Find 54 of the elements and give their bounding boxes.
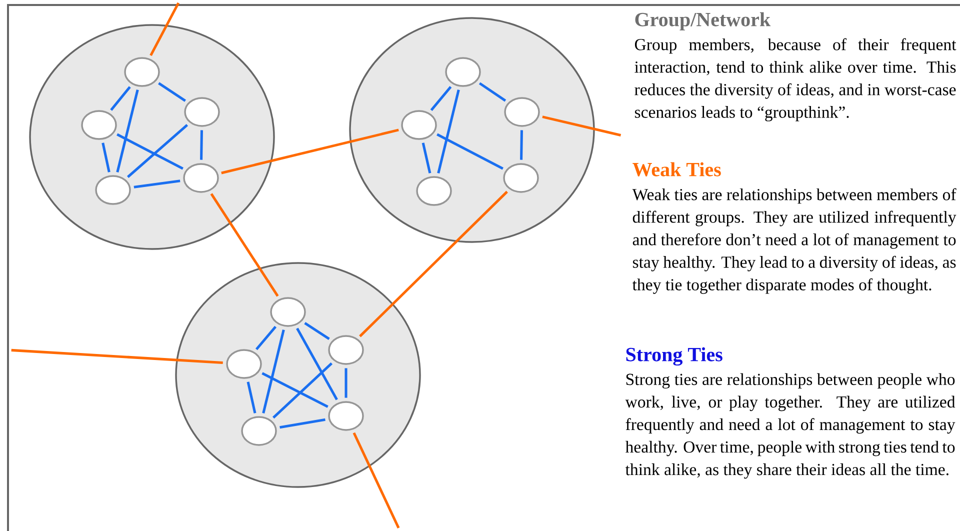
bridge-line <box>542 116 622 136</box>
member-circle <box>504 97 540 127</box>
section-heading: Strong Ties <box>626 347 722 366</box>
tie-line <box>304 322 330 340</box>
tie-line <box>126 124 188 178</box>
tie-line <box>255 326 277 350</box>
member-circle <box>416 176 452 206</box>
tie-line <box>200 130 203 160</box>
section-heading: Group/Network <box>635 12 771 30</box>
tie-line <box>134 180 180 188</box>
member-circle <box>184 97 220 127</box>
tie-line <box>280 418 326 429</box>
member-circle <box>270 297 306 327</box>
paragraph: Group members, because of their frequent interaction, tend to think alike over time. This reduces the diversity of ideas, and in worst-case scenarios leads to “groupthink”. <box>634 38 956 122</box>
bridge-line <box>210 193 279 297</box>
tie-line <box>437 90 460 174</box>
bridge-line <box>221 128 399 174</box>
tie-line <box>422 142 432 174</box>
group-circle <box>29 24 275 250</box>
member-circle <box>445 57 481 87</box>
tie-line <box>110 86 131 111</box>
bridge-line <box>352 432 400 529</box>
tie-line <box>262 330 285 414</box>
tie-line <box>478 82 506 102</box>
bridge-line <box>359 190 508 338</box>
tie-line <box>262 372 328 408</box>
member-circle <box>401 110 437 140</box>
bridge-line <box>150 2 180 56</box>
member-circle <box>226 349 262 379</box>
tie-line <box>296 328 338 400</box>
member-circle <box>328 335 364 365</box>
tie-line <box>102 142 110 172</box>
member-circle <box>124 57 160 87</box>
paragraph: Strong ties are relationships between people who work, live, or play together. They are utilized frequently and need a lot of management to stay healthy. Over time, people with strong ties tend to think alike, as they share their ideas all the time. <box>625 373 956 479</box>
tie-line <box>344 368 348 398</box>
tie-line <box>272 362 333 419</box>
tie-line <box>520 130 523 160</box>
tie-line <box>246 382 256 414</box>
group-circle <box>175 262 421 488</box>
section-heading: Weak Ties <box>632 162 721 176</box>
bridge-line <box>11 348 223 364</box>
member-circle <box>503 163 539 193</box>
group-circle <box>349 17 595 243</box>
member-circle <box>328 401 364 431</box>
tie-line <box>158 82 186 102</box>
member-circle <box>95 175 131 205</box>
tie-line <box>116 133 184 170</box>
tie-line <box>430 86 452 111</box>
member-circle <box>81 110 117 140</box>
tie-line <box>116 90 139 172</box>
member-circle <box>183 163 219 193</box>
paragraph: Weak ties are relationships between members of different groups. They are utilized infrequently and therefore don’t need a lot of management to stay healthy. They lead to a diversity of ideas, as they tie together disparate modes of thought. <box>632 188 956 294</box>
tie-line <box>436 133 504 170</box>
member-circle <box>241 416 277 446</box>
